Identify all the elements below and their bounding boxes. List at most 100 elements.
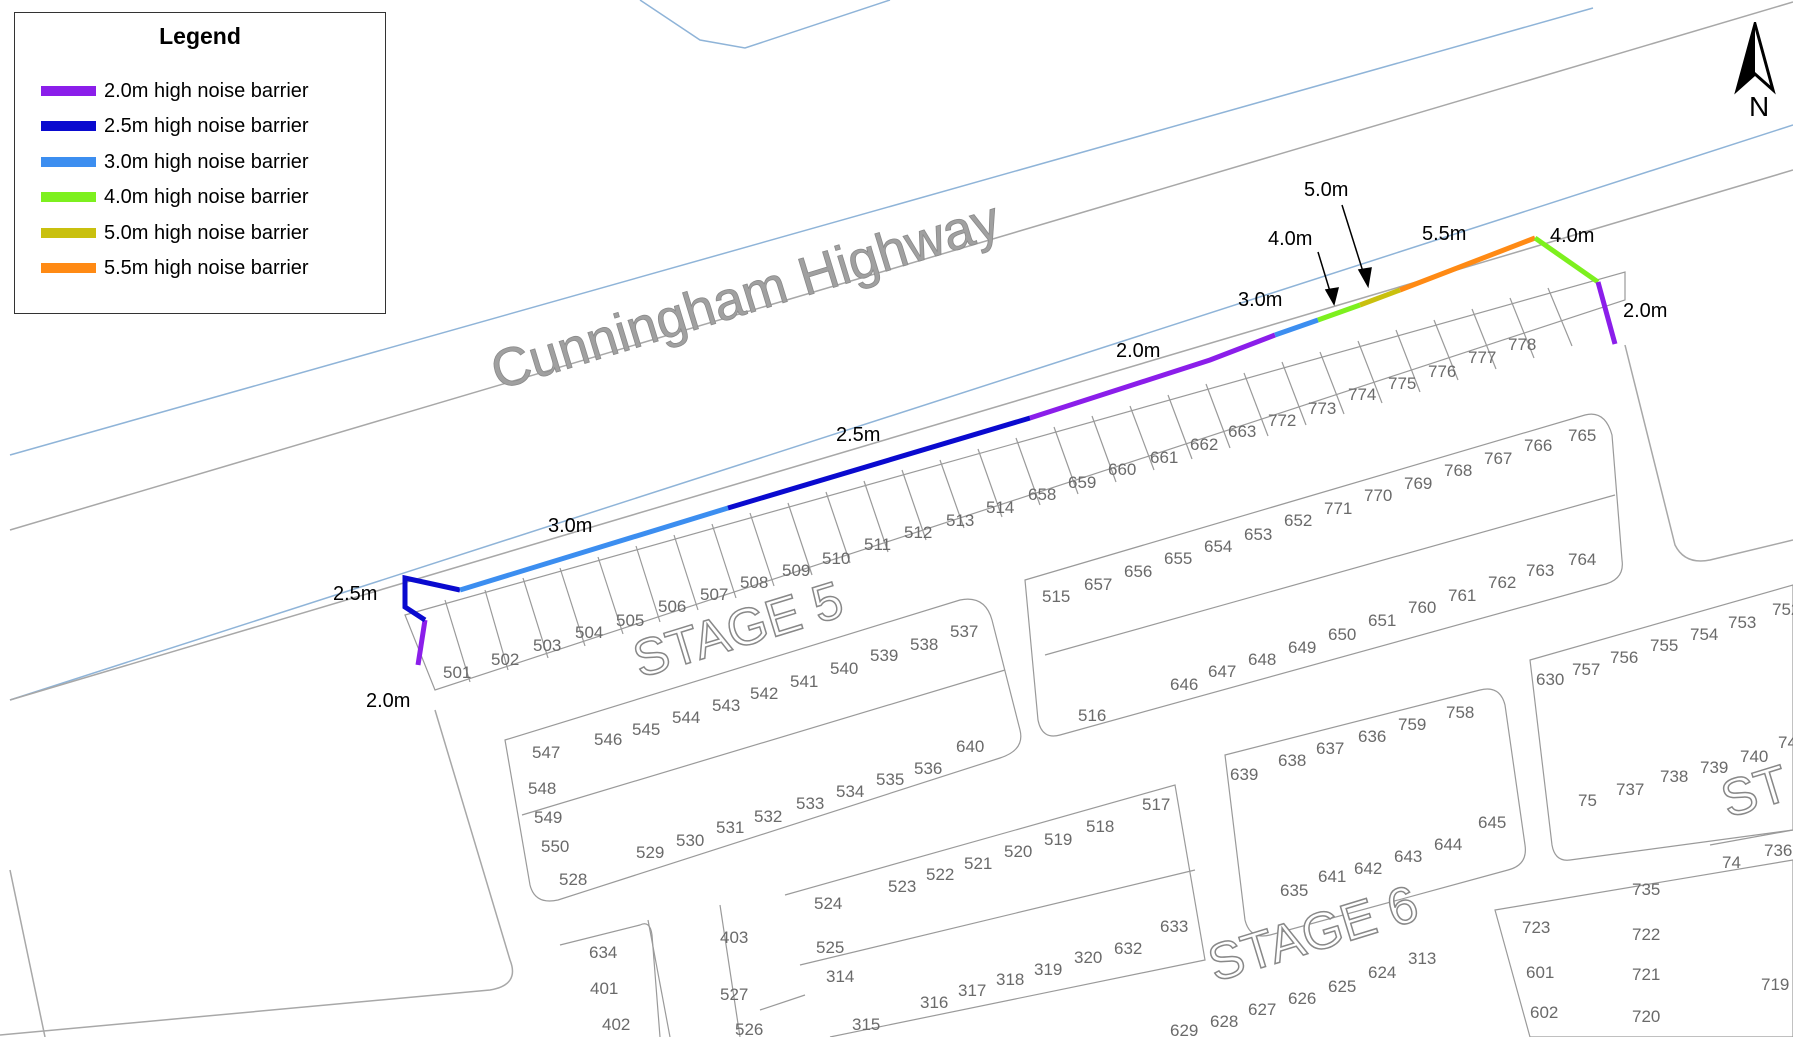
lot-number-label: 519 — [1044, 830, 1072, 849]
legend-swatch — [41, 263, 96, 273]
noise-barrier[interactable] — [402, 235, 1618, 666]
barrier-height-label: 5.5m — [1422, 223, 1466, 245]
lot-number-label: 546 — [594, 730, 622, 749]
lot-number-label: 755 — [1650, 636, 1678, 655]
lot-number-label: 630 — [1536, 670, 1564, 689]
lot-number-label: 516 — [1078, 706, 1106, 725]
lot-number-label: 542 — [750, 684, 778, 703]
lot-number-label: 318 — [996, 970, 1024, 989]
barrier-segment-4-0m-corner — [1533, 235, 1600, 285]
lot-number-label: 545 — [632, 720, 660, 739]
barrier-segment-2-5m-main — [727, 415, 1031, 511]
lot-number-label: 624 — [1368, 963, 1396, 982]
lot-number-label: 517 — [1142, 795, 1170, 814]
legend-swatch — [41, 157, 96, 167]
lot-number-label: 75 — [1578, 791, 1597, 810]
road-name-label: Cunningham Highway — [484, 190, 1007, 402]
lot-number-label: 547 — [532, 743, 560, 762]
lot-number-label: 512 — [904, 523, 932, 542]
lot-number-label: 774 — [1348, 385, 1376, 404]
lot-number-label: 736 — [1764, 841, 1792, 860]
lot-number-label: 754 — [1690, 625, 1718, 644]
legend-item: 3.0m high noise barrier — [41, 147, 309, 177]
barrier-height-label: 2.0m — [366, 690, 410, 712]
legend-item-label: 3.0m high noise barrier — [104, 150, 309, 173]
road-edges — [9, 0, 1793, 701]
lot-number-label: 776 — [1428, 362, 1456, 381]
legend-item: 4.0m high noise barrier — [41, 182, 309, 212]
lot-number-label: 403 — [720, 928, 748, 947]
barrier-height-label: 2.0m — [1116, 340, 1160, 362]
legend-item: 5.0m high noise barrier — [41, 218, 309, 248]
legend-item: 2.5m high noise barrier — [41, 111, 309, 141]
lot-number-label: 739 — [1700, 758, 1728, 777]
barrier-height-label: 3.0m — [548, 515, 592, 537]
lot-number-label: 646 — [1170, 675, 1198, 694]
lot-number-label: 737 — [1616, 780, 1644, 799]
lot-number-label: 738 — [1660, 767, 1688, 786]
lot-number-label: 320 — [1074, 948, 1102, 967]
lot-number-label: 723 — [1522, 918, 1550, 937]
lot-number-label: 762 — [1488, 573, 1516, 592]
lot-number-label: 507 — [700, 585, 728, 604]
lot-number-label: 401 — [590, 979, 618, 998]
barrier-height-label: 2.0m — [1623, 300, 1667, 322]
label-leaders — [1317, 204, 1372, 306]
lot-number-label: 649 — [1288, 638, 1316, 657]
barrier-segment-4-0m-east — [1317, 302, 1361, 323]
lot-number-label: 655 — [1164, 549, 1192, 568]
lot-number-label: 651 — [1368, 611, 1396, 630]
lot-number-label: 525 — [816, 938, 844, 957]
lot-number-label: 632 — [1114, 939, 1142, 958]
lot-number-label: 521 — [964, 854, 992, 873]
barrier-segment-2-5m-west — [402, 574, 461, 607]
barrier-height-label: 2.5m — [333, 583, 377, 605]
lot-number-label: 657 — [1084, 575, 1112, 594]
lot-number-label: 769 — [1404, 474, 1432, 493]
lot-number-label: 526 — [735, 1020, 763, 1037]
legend-swatch — [41, 192, 96, 202]
lot-number-label: 721 — [1632, 965, 1660, 984]
lot-number-label: 540 — [830, 659, 858, 678]
lot-number-label: 511 — [864, 535, 891, 554]
lot-number-label: 662 — [1190, 435, 1218, 454]
barrier-height-label: 4.0m — [1268, 228, 1312, 250]
lot-number-label: 638 — [1278, 751, 1306, 770]
lot-number-label: 722 — [1632, 925, 1660, 944]
lot-number-label: 768 — [1444, 461, 1472, 480]
lot-number-label: 527 — [720, 985, 748, 1004]
lot-number-label: 524 — [814, 894, 842, 913]
lot-number-label: 515 — [1042, 587, 1070, 606]
legend-item-label: 5.5m high noise barrier — [104, 256, 309, 279]
lot-number-label: 777 — [1468, 348, 1496, 367]
legend-title: Legend — [159, 23, 241, 49]
lot-number-label: 625 — [1328, 977, 1356, 996]
lot-number-label: 640 — [956, 737, 984, 756]
barrier-segment-2-0m-west — [415, 619, 428, 666]
lot-number-label: 601 — [1526, 963, 1554, 982]
lot-number-label: 543 — [712, 696, 740, 715]
lot-number-label: 532 — [754, 807, 782, 826]
lot-number-label: 501 — [443, 663, 471, 682]
lot-number-label: 720 — [1632, 1007, 1660, 1026]
lot-number-label: 759 — [1398, 715, 1426, 734]
legend-swatch — [41, 121, 96, 131]
lot-number-label: 642 — [1354, 859, 1382, 878]
lot-number-label: 541 — [790, 672, 818, 691]
lot-number-label: 628 — [1210, 1012, 1238, 1031]
lot-number-label: 74 — [1722, 853, 1741, 872]
legend-swatch — [41, 86, 96, 96]
lot-number-label: 773 — [1308, 399, 1336, 418]
lot-number-label: 656 — [1124, 562, 1152, 581]
lot-number-label: 530 — [676, 831, 704, 850]
barrier-segment-2-0m-east — [1595, 281, 1618, 345]
lot-number-label: 765 — [1568, 426, 1596, 445]
lot-number-label: 314 — [826, 967, 854, 986]
lot-number-label: 760 — [1408, 598, 1436, 617]
lot-number-label: 766 — [1524, 436, 1552, 455]
lot-number-label: 752 — [1772, 600, 1793, 619]
